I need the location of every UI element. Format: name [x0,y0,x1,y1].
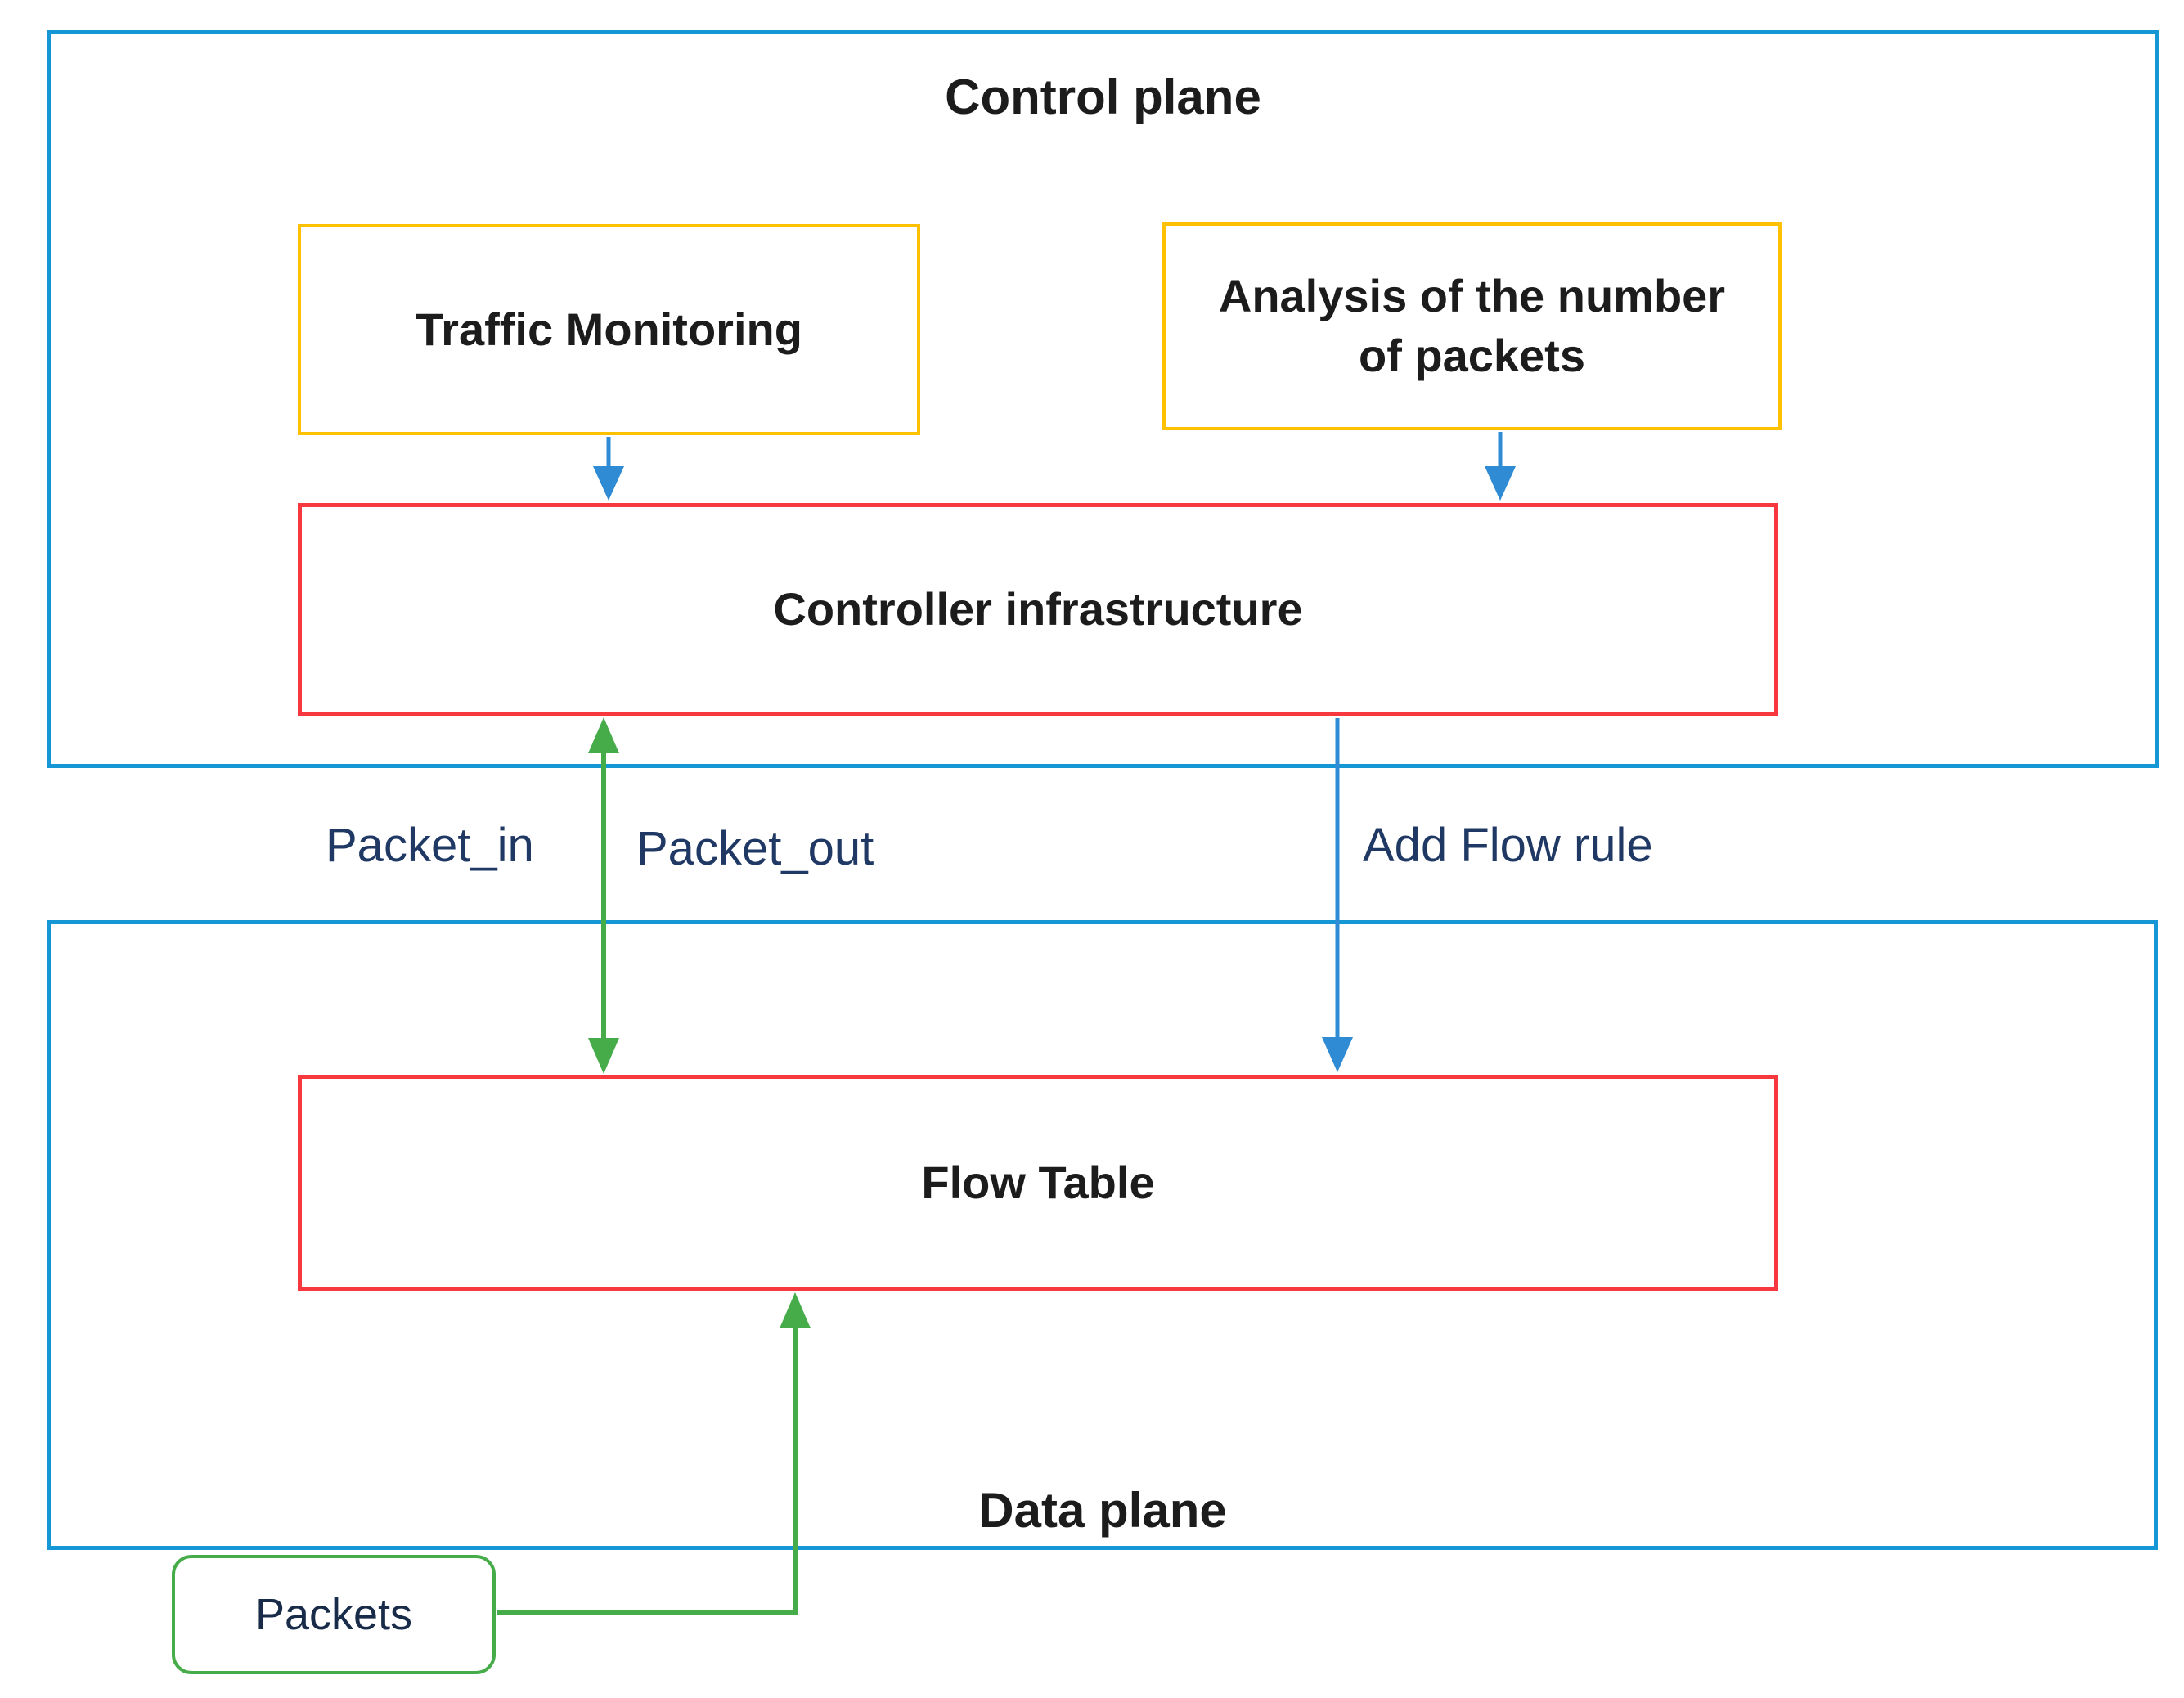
packet-in-label: Packet_in [326,819,534,872]
flow-table-box: Flow Table [298,1075,1778,1291]
packets-label: Packets [254,1589,413,1639]
analysis-of-packets-box: Analysis of the number of packets [1162,222,1782,430]
add-flow-rule-label: Add Flow rule [1363,819,1653,872]
data-plane-title: Data plane [978,1483,1227,1538]
controller-infrastructure-label: Controller infrastructure [773,582,1303,635]
analysis-of-packets-label: Analysis of the number of packets [1218,270,1726,381]
packets-box: Packets [172,1555,496,1674]
control-plane-title: Control plane [945,70,1261,124]
control-plane-box [47,30,2159,768]
flow-table-label: Flow Table [921,1156,1155,1208]
packet-out-label: Packet_out [636,822,874,875]
data-plane-box [47,920,2158,1550]
traffic-monitoring-label: Traffic Monitoring [416,303,802,355]
traffic-monitoring-box: Traffic Monitoring [298,224,920,435]
controller-infrastructure-box: Controller infrastructure [298,503,1778,716]
